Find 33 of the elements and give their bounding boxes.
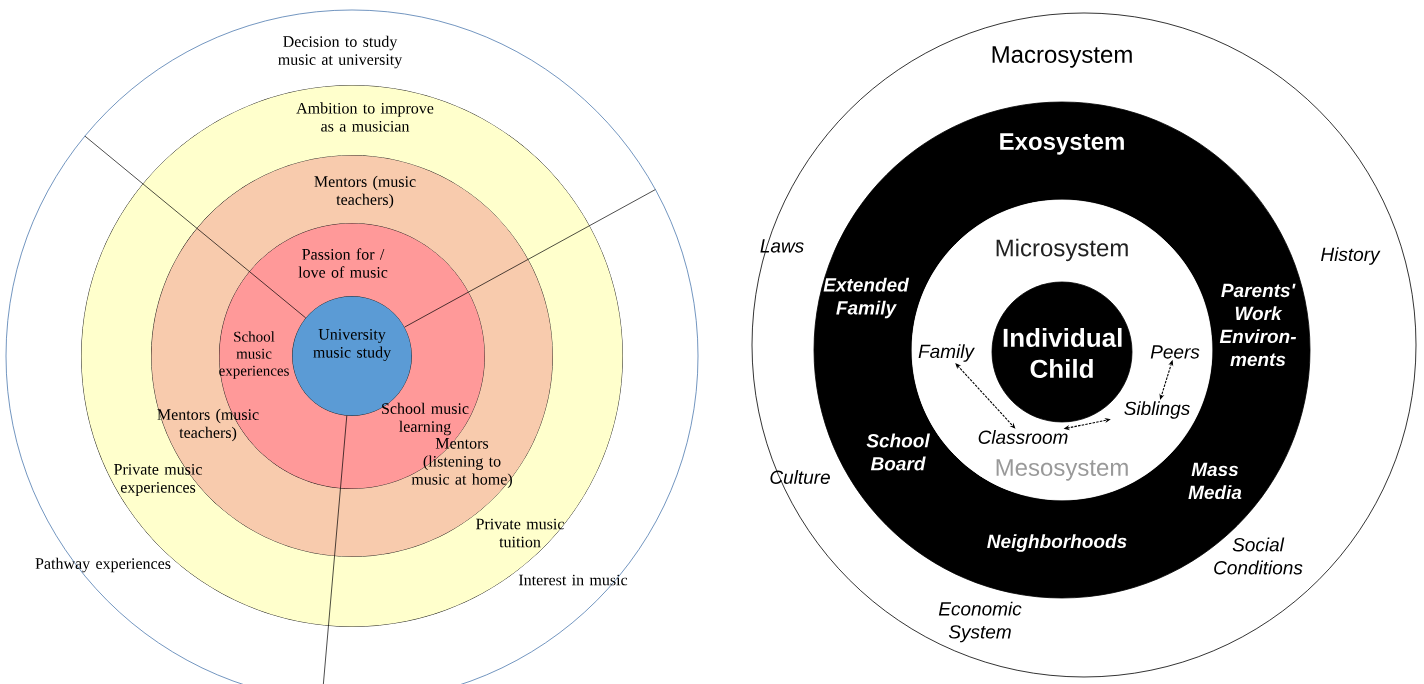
ring-label: Passion for / love of music <box>298 248 388 278</box>
ring-label: Microsystem <box>996 238 1128 262</box>
ring-label: Parents' Work Environ-ments <box>1219 283 1296 367</box>
text-label: Family <box>918 344 975 362</box>
text-label: Siblings <box>1124 401 1190 419</box>
ring-label: School music learning <box>382 402 469 436</box>
ring-label: Macrosystem <box>992 46 1132 68</box>
ring-label: Mentors (music teachers) <box>314 175 416 209</box>
ring-label: Extended Family <box>823 277 910 319</box>
double-arrow <box>955 363 1016 429</box>
ring-label: History <box>1321 247 1381 265</box>
ring-label: Pathway experiences <box>35 557 171 573</box>
ring-label: Mass Media <box>1188 462 1242 500</box>
ring-label: Culture <box>770 470 830 484</box>
ring-label: Economic System <box>938 601 1022 643</box>
ring-label: Decision to study music at university <box>278 35 403 69</box>
ring-label: School Board <box>866 433 930 471</box>
ring-label: Exosystem <box>1000 133 1124 155</box>
ring-label: Mesosystem <box>996 459 1128 481</box>
ring-label: Individual Child <box>1003 327 1122 379</box>
ring-label: Laws <box>760 239 804 253</box>
ring-label: School music experiences <box>219 331 289 379</box>
ring-label: Interest in music <box>518 574 628 586</box>
ring-label: Mentors (music teachers) <box>157 408 259 442</box>
ring-label: Private music tuition <box>476 518 564 548</box>
ring-label: Social Conditions <box>1214 537 1303 575</box>
ring-label: Mentors (listening to music at home) <box>411 438 512 488</box>
ring-label: University music study <box>313 329 392 361</box>
ring-label: Neighborhoods <box>987 534 1127 552</box>
ring-label: Private music experiences <box>114 464 202 496</box>
text-label: Classroom <box>978 430 1068 444</box>
ring-label: Ambition to improve as a musician <box>296 102 434 132</box>
text-label: Peers <box>1150 345 1200 359</box>
